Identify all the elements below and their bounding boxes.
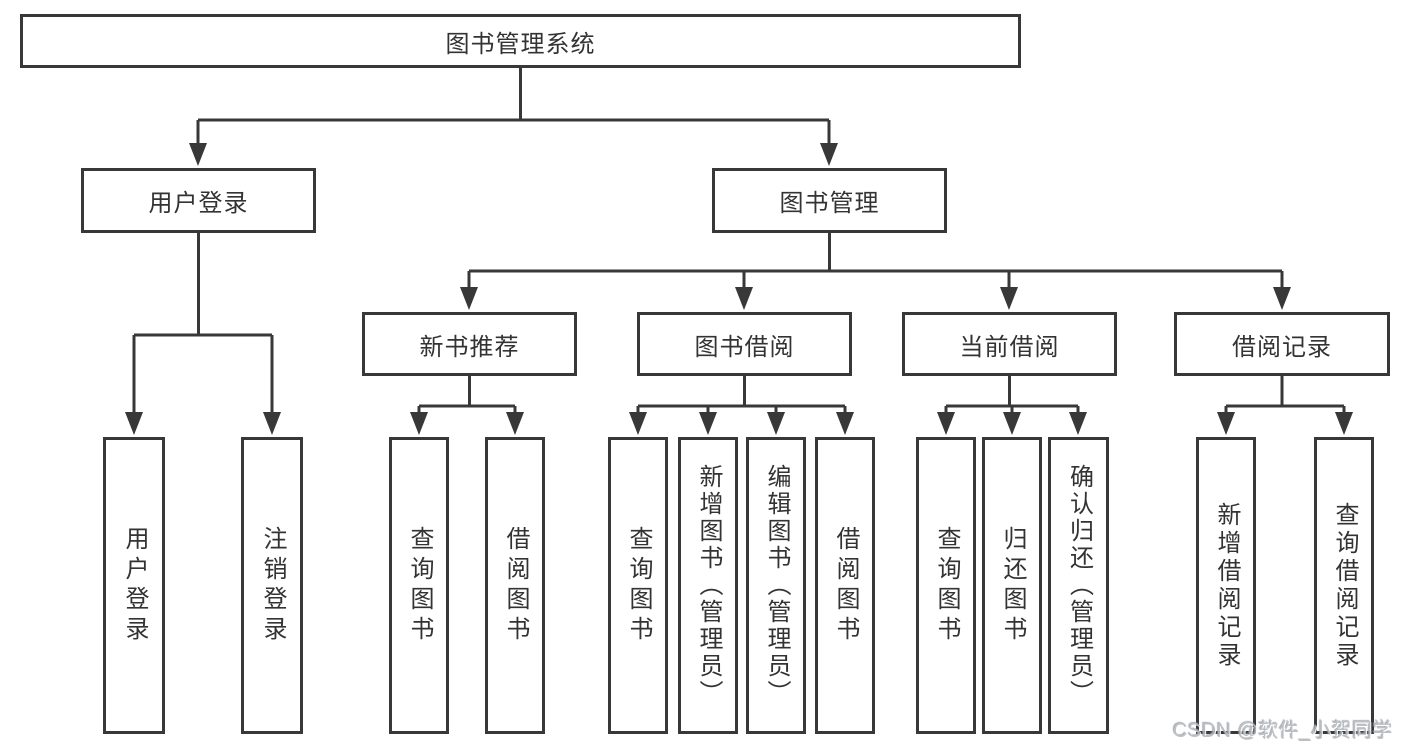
node-label: 图书借阅 bbox=[694, 333, 795, 361]
leaf-label: 查询图书 bbox=[406, 525, 433, 646]
leaf-label: 查询图书 bbox=[625, 525, 652, 646]
leaf-label: 编辑图书（管理员） bbox=[763, 464, 790, 707]
leaf-label: 借阅图书 bbox=[832, 525, 859, 646]
leaf-current-query-book: 查询图书 bbox=[916, 437, 976, 734]
connector-path bbox=[132, 67, 1346, 414]
leaf-current-return-book: 归还图书 bbox=[982, 437, 1042, 734]
node-label: 图书管理系统 bbox=[445, 30, 596, 58]
leaf-label: 查询借阅记录 bbox=[1331, 501, 1358, 670]
leaf-label: 确认归还（管理员） bbox=[1065, 464, 1093, 707]
node-label: 新书推荐 bbox=[419, 333, 520, 361]
node-current-borrow: 当前借阅 bbox=[902, 312, 1117, 376]
leaf-newbook-borrow-book: 借阅图书 bbox=[485, 437, 545, 734]
leaf-label: 归还图书 bbox=[999, 525, 1026, 646]
csdn-watermark: CSDN @软件_小贺同学 bbox=[1172, 720, 1393, 742]
node-borrow-record: 借阅记录 bbox=[1174, 312, 1390, 376]
leaf-label: 查询图书 bbox=[933, 525, 960, 646]
leaf-borrow-edit-book-admin: 编辑图书（管理员） bbox=[746, 437, 806, 734]
leaf-current-confirm-return-admin: 确认归还（管理员） bbox=[1048, 437, 1109, 734]
leaf-logout: 注销登录 bbox=[241, 437, 303, 734]
leaf-record-query-record: 查询借阅记录 bbox=[1314, 437, 1374, 734]
leaf-borrow-query-book: 查询图书 bbox=[608, 437, 668, 734]
leaf-user-login: 用户登录 bbox=[103, 437, 165, 734]
node-book-management: 图书管理 bbox=[712, 168, 947, 233]
node-book-borrow: 图书借阅 bbox=[637, 312, 852, 376]
leaf-borrow-borrow-book: 借阅图书 bbox=[815, 437, 875, 734]
node-user-login: 用户登录 bbox=[81, 168, 316, 233]
node-library-system: 图书管理系统 bbox=[20, 14, 1021, 68]
leaf-label: 借阅图书 bbox=[502, 525, 529, 646]
node-label: 图书管理 bbox=[779, 190, 880, 217]
leaf-record-add-record: 新增借阅记录 bbox=[1196, 437, 1256, 734]
leaf-label: 新增借阅记录 bbox=[1213, 501, 1240, 670]
node-label: 借阅记录 bbox=[1232, 333, 1332, 361]
node-new-book-recommend: 新书推荐 bbox=[362, 312, 577, 376]
leaf-newbook-query-book: 查询图书 bbox=[389, 437, 449, 734]
node-label: 用户登录 bbox=[148, 190, 249, 217]
leaf-label: 用户登录 bbox=[121, 525, 148, 646]
leaf-label: 注销登录 bbox=[259, 525, 286, 646]
leaf-label: 新增图书（管理员） bbox=[695, 464, 722, 707]
arrowhead-icons bbox=[125, 143, 1353, 435]
node-label: 当前借阅 bbox=[959, 333, 1060, 361]
leaf-borrow-add-book-admin: 新增图书（管理员） bbox=[678, 437, 738, 734]
